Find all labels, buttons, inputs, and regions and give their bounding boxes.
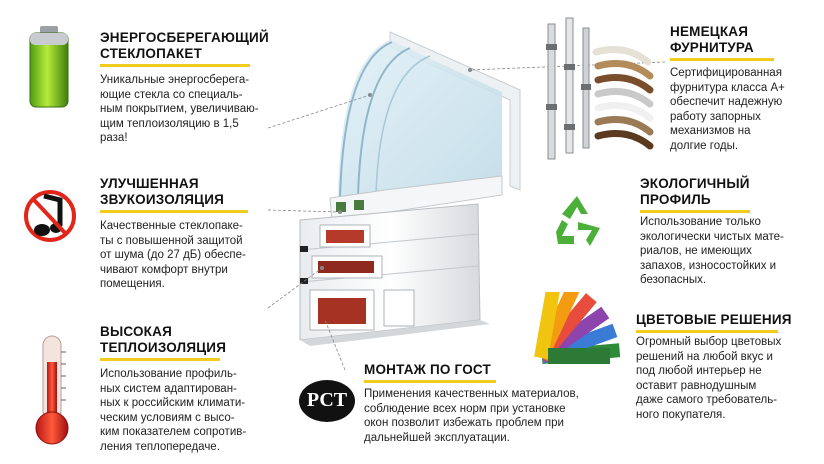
- feature-eco-desc: Использование только экологически чистых…: [640, 216, 784, 286]
- feature-eco: ЭКОЛОГИЧНЫЙ ПРОФИЛЬ Использование только…: [640, 176, 820, 288]
- feature-eco-title: ЭКОЛОГИЧНЫЙ ПРОФИЛЬ: [640, 176, 820, 213]
- rst-logo-text: РСТ: [306, 389, 348, 411]
- feature-gost-title: МОНТАЖ ПО ГОСТ: [364, 362, 614, 383]
- no-music-icon: [24, 190, 76, 242]
- feature-color: ЦВЕТОВЫЕ РЕШЕНИЯ Огромный выбор цветовых…: [636, 312, 820, 422]
- battery-icon: [29, 26, 69, 108]
- feature-energy-desc: Уникальные энергосберега- ющие стекла со…: [100, 74, 259, 144]
- feature-sound-title: УЛУЧШЕННАЯ ЗВУКОИЗОЛЯЦИЯ: [100, 176, 280, 213]
- feature-hardware-desc: Сертифицированная фурнитура класса А+ об…: [670, 67, 785, 152]
- title-underline: [364, 380, 496, 383]
- thermometer-icon: [35, 335, 69, 445]
- rst-logo-icon: РСТ: [296, 377, 358, 425]
- feature-color-title: ЦВЕТОВЫЕ РЕШЕНИЯ: [636, 312, 820, 333]
- feature-sound-desc: Качественные стеклопаке- ты с повышенной…: [100, 220, 246, 290]
- feature-energy: ЭНЕРГОСБЕРЕГАЮЩИЙ СТЕКЛОПАКЕТ Уникальные…: [100, 30, 280, 146]
- feature-energy-title: ЭНЕРГОСБЕРЕГАЮЩИЙ СТЕКЛОПАКЕТ: [100, 30, 280, 67]
- feature-hardware: НЕМЕЦКАЯ ФУРНИТУРА Сертифицированная фур…: [670, 24, 820, 153]
- recycle-icon: [556, 196, 600, 246]
- color-palette-icon: [534, 292, 621, 364]
- feature-hardware-title: НЕМЕЦКАЯ ФУРНИТУРА: [670, 24, 820, 61]
- feature-heat-title: ВЫСОКАЯ ТЕПЛОИЗОЛЯЦИЯ: [100, 324, 280, 361]
- title-underline: [100, 64, 250, 67]
- window-profile-illustration: [299, 31, 521, 346]
- title-underline: [100, 210, 248, 213]
- feature-heat-desc: Использование профиль- ных систем адапти…: [100, 368, 247, 453]
- title-underline: [636, 330, 778, 333]
- feature-gost: МОНТАЖ ПО ГОСТ Применения качественных м…: [364, 362, 614, 445]
- title-underline: [670, 58, 774, 61]
- title-underline: [640, 210, 750, 213]
- feature-color-desc: Огромный выбор цветовых решений на любой…: [636, 336, 782, 421]
- feature-heat: ВЫСОКАЯ ТЕПЛОИЗОЛЯЦИЯ Использование проф…: [100, 324, 280, 454]
- hardware-handles-icon: [546, 17, 654, 160]
- feature-sound: УЛУЧШЕННАЯ ЗВУКОИЗОЛЯЦИЯ Качественные ст…: [100, 176, 280, 292]
- title-underline: [100, 358, 220, 361]
- feature-gost-desc: Применения качественных материалов, собл…: [364, 388, 579, 444]
